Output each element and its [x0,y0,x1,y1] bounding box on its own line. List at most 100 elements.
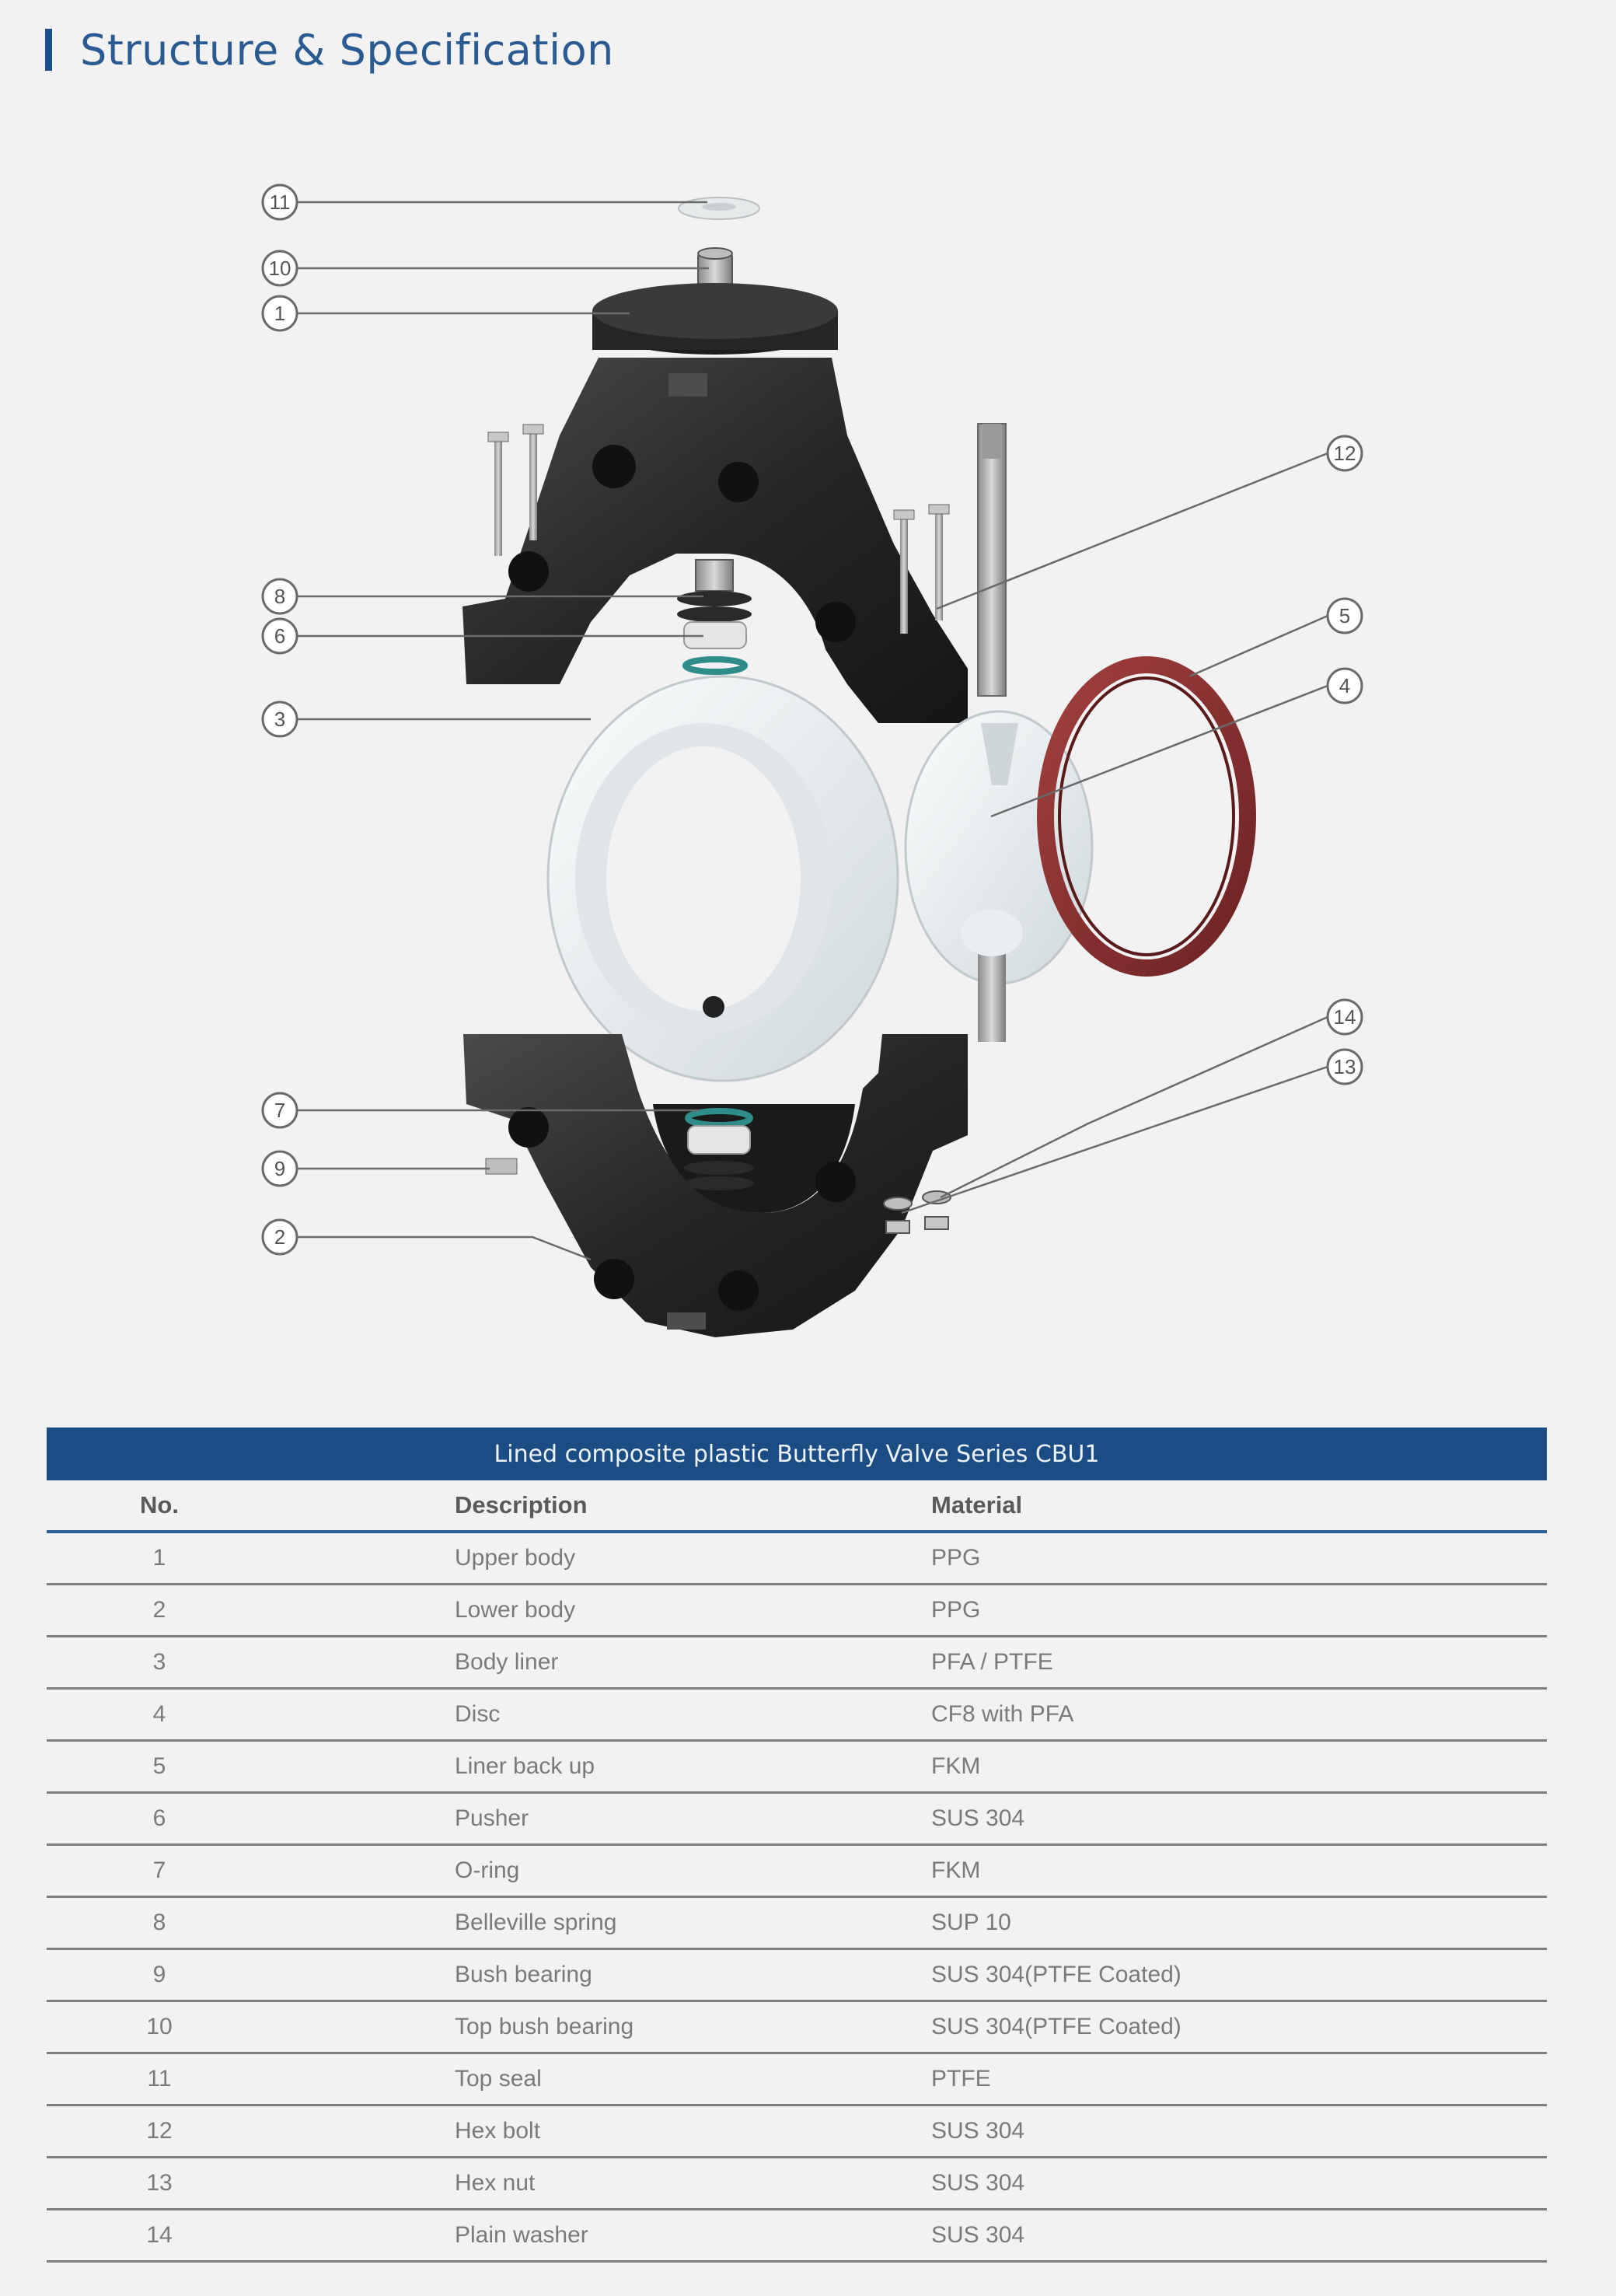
cell-description: Body liner [455,1649,559,1675]
page-title-text: Structure & Specification [80,25,614,75]
callout-label: 3 [274,708,285,731]
part-disc [904,710,1094,1042]
part-oring-bush-bearing-lower [485,1108,754,1190]
column-header-no: No. [140,1491,179,1518]
callout-9: 9 [261,1150,298,1187]
cell-no: 2 [152,1597,166,1623]
cell-material: PPG [931,1597,981,1623]
table-row: 11 Top seal PTFE [47,2054,1547,2106]
callout-4: 4 [1326,667,1363,704]
callout-6: 6 [261,617,298,655]
table-row: 1 Upper body PPG [47,1533,1547,1585]
part-stem [977,423,1007,697]
cell-material: SUP 10 [931,1910,1011,1935]
table-row: 5 Liner back up FKM [47,1742,1547,1794]
cell-material: PFA / PTFE [931,1649,1053,1675]
cell-material: PPG [931,1545,981,1571]
cell-description: Upper body [455,1545,576,1571]
cell-no: 1 [152,1545,166,1571]
cell-description: Pusher [455,1805,529,1831]
part-body-liner [546,675,899,1082]
cell-material: SUS 304 [931,2222,1025,2248]
part-hex-bolts-upper-right [893,504,950,634]
table-row: 6 Pusher SUS 304 [47,1794,1547,1846]
cell-no: 5 [152,1753,166,1779]
cell-no: 6 [152,1805,166,1831]
part-belleville-spring-pusher [677,559,752,675]
table-row: 9 Bush bearing SUS 304(PTFE Coated) [47,1950,1547,2002]
table-header-row: No. Description Material [47,1480,1547,1533]
callout-10: 10 [261,250,298,287]
cell-description: Plain washer [455,2222,588,2248]
part-hex-bolts-upper-left [487,424,544,556]
column-header-material: Material [931,1491,1023,1518]
cell-description: Top bush bearing [455,2014,634,2039]
cell-description: Liner back up [455,1753,595,1779]
cell-material: SUS 304(PTFE Coated) [931,1962,1181,1987]
cell-material: SUS 304 [931,1805,1025,1831]
cell-no: 10 [146,2014,173,2039]
cell-material: PTFE [931,2066,991,2092]
callout-label: 13 [1334,1055,1356,1078]
callout-11: 11 [261,183,298,221]
part-liner-back-up [1037,656,1256,977]
page-title: Structure & Specification [45,23,614,76]
cell-no: 4 [152,1701,166,1727]
exploded-valve-diagram: 11 10 1 12 5 8 6 4 [261,183,1363,1337]
part-hex-nuts-washers [883,1190,951,1234]
cell-no: 14 [146,2222,173,2248]
table-row: 4 Disc CF8 with PFA [47,1690,1547,1742]
cell-description: O-ring [455,1857,520,1883]
callout-8: 8 [261,578,298,615]
cell-material: FKM [931,1857,981,1883]
callout-2: 2 [261,1218,298,1256]
column-header-description: Description [455,1491,588,1518]
callout-label: 4 [1339,674,1350,697]
table-caption: Lined composite plastic Butterfly Valve … [47,1428,1547,1480]
title-accent-bar [45,29,52,71]
callout-label: 14 [1334,1005,1356,1029]
cell-description: Top seal [455,2066,542,2092]
callout-5: 5 [1326,597,1363,634]
table-row: 2 Lower body PPG [47,1585,1547,1637]
cell-description: Hex bolt [455,2118,541,2144]
callout-label: 8 [274,585,285,608]
cell-no: 8 [152,1910,166,1935]
cell-description: Lower body [455,1597,576,1623]
callout-label: 9 [274,1157,285,1180]
cell-no: 9 [152,1962,166,1987]
callout-label: 6 [274,624,285,648]
callout-7: 7 [261,1092,298,1129]
cell-material: FKM [931,1753,981,1779]
part-top-seal [678,197,760,220]
specification-table: Lined composite plastic Butterfly Valve … [47,1428,1547,2263]
callout-label: 2 [274,1225,285,1249]
cell-description: Bush bearing [455,1962,592,1987]
table-row: 7 O-ring FKM [47,1846,1547,1898]
table-row: 8 Belleville spring SUP 10 [47,1898,1547,1950]
cell-no: 13 [146,2170,173,2196]
cell-material: CF8 with PFA [931,1701,1074,1727]
callout-label: 1 [274,302,285,325]
table-row: 13 Hex nut SUS 304 [47,2158,1547,2210]
callout-13: 13 [1326,1048,1363,1085]
cell-no: 7 [152,1857,166,1883]
callout-label: 12 [1334,442,1356,465]
cell-description: Hex nut [455,2170,536,2196]
callout-label: 10 [269,257,291,280]
cell-description: Belleville spring [455,1910,617,1935]
callout-label: 5 [1339,604,1350,627]
cell-material: SUS 304 [931,2170,1025,2196]
cell-description: Disc [455,1701,501,1727]
cell-no: 11 [147,2066,172,2092]
callout-label: 11 [270,190,291,214]
callout-14: 14 [1326,998,1363,1036]
callout-label: 7 [274,1099,285,1122]
callout-leader-lines [297,201,1328,1261]
callout-12: 12 [1326,435,1363,472]
cell-no: 12 [146,2118,173,2144]
